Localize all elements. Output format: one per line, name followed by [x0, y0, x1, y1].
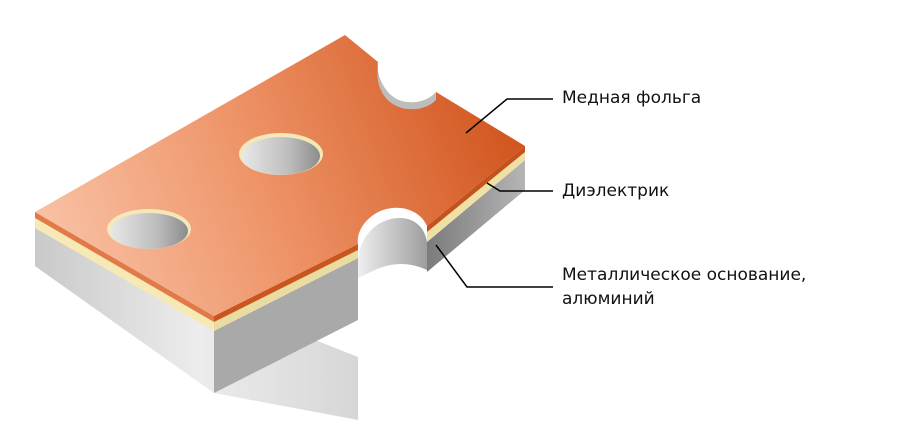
front-face-right: [214, 258, 358, 393]
label-dielectric: Диэлектрик: [562, 181, 670, 201]
front-notch-wall: [358, 218, 427, 278]
base-right-face: [427, 160, 525, 272]
copper-front-edge: [35, 212, 214, 322]
leader-line-metal-base: [435, 244, 553, 288]
label-metal-base-line1: Металлическое основание,: [562, 265, 807, 285]
label-metal-base-line2: алюминий: [562, 289, 655, 309]
copper-right-edge: [427, 146, 525, 232]
leader-line-copper-foil: [465, 98, 553, 134]
label-copper-foil: Медная фольга: [562, 88, 702, 108]
hole-right: [239, 133, 323, 175]
dielectric-front-strip: [35, 218, 214, 331]
front-face: [35, 228, 214, 393]
leader-line-dielectric: [486, 182, 553, 192]
copper-front-edge-right: [214, 244, 358, 322]
hole-left: [107, 209, 191, 249]
back-notch-wall: [377, 62, 436, 110]
back-notch-inner: [380, 70, 436, 103]
dielectric-right-strip: [427, 152, 525, 242]
dielectric-front-strip-right: [214, 250, 358, 331]
